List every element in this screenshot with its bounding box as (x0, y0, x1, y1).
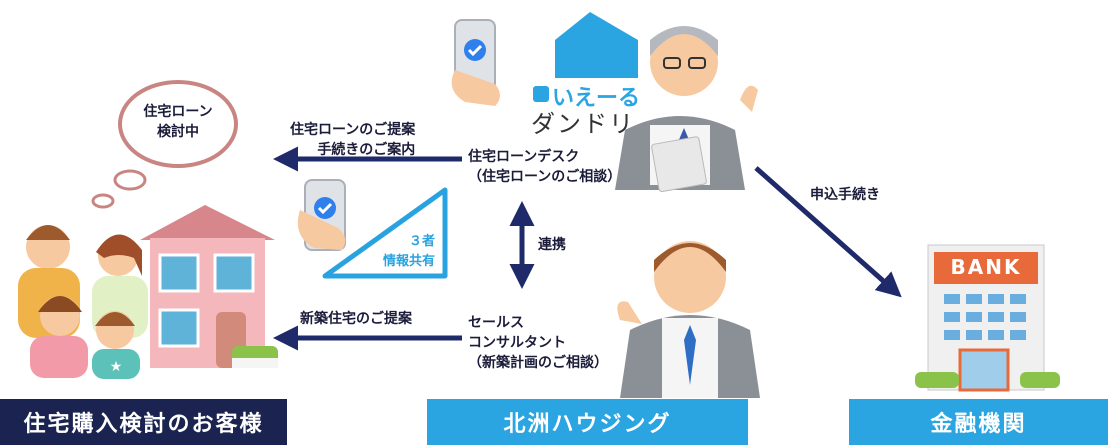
thought-bubble (91, 80, 238, 209)
logo-sub: ダンドリ (531, 110, 635, 138)
ieiru-logo-icon (533, 12, 638, 102)
smartphone-icon-middle (297, 179, 346, 251)
link-label: 連携 (538, 237, 566, 253)
apply-label: 申込手続き (810, 187, 880, 203)
thought-bubble-text: 住宅ローン 検討中 (143, 104, 213, 140)
house-illustration (140, 205, 278, 368)
footer-company: 北洲ハウジング (427, 399, 748, 445)
three-party-label: ３者 情報共有 (382, 234, 435, 269)
arrow-loan-label: 住宅ローンのご提案 手続きのご案内 (290, 122, 416, 158)
family-illustration: ★ (18, 225, 148, 379)
sales-consultant-label: セールス コンサルタント （新築計画のご相談） (468, 315, 608, 371)
loan-desk-label: 住宅ローンデスク （住宅ローンのご相談） (468, 149, 622, 185)
footer-bank: 金融機関 (849, 399, 1108, 445)
footer-customer: 住宅購入検討のお客様 (0, 399, 287, 445)
logo-brand: いえーる (552, 86, 641, 111)
loan-advisor-illustration (615, 26, 758, 193)
bank-sign: BANK (950, 255, 1022, 279)
smartphone-icon-top (451, 19, 500, 106)
three-party-triangle (322, 187, 448, 279)
arrow-apply (754, 166, 902, 298)
sales-consultant-illustration (617, 241, 760, 398)
bank-building-illustration (915, 244, 1060, 392)
svg-text:★: ★ (110, 359, 123, 375)
arrow-house-label: 新築住宅のご提案 (300, 311, 412, 327)
